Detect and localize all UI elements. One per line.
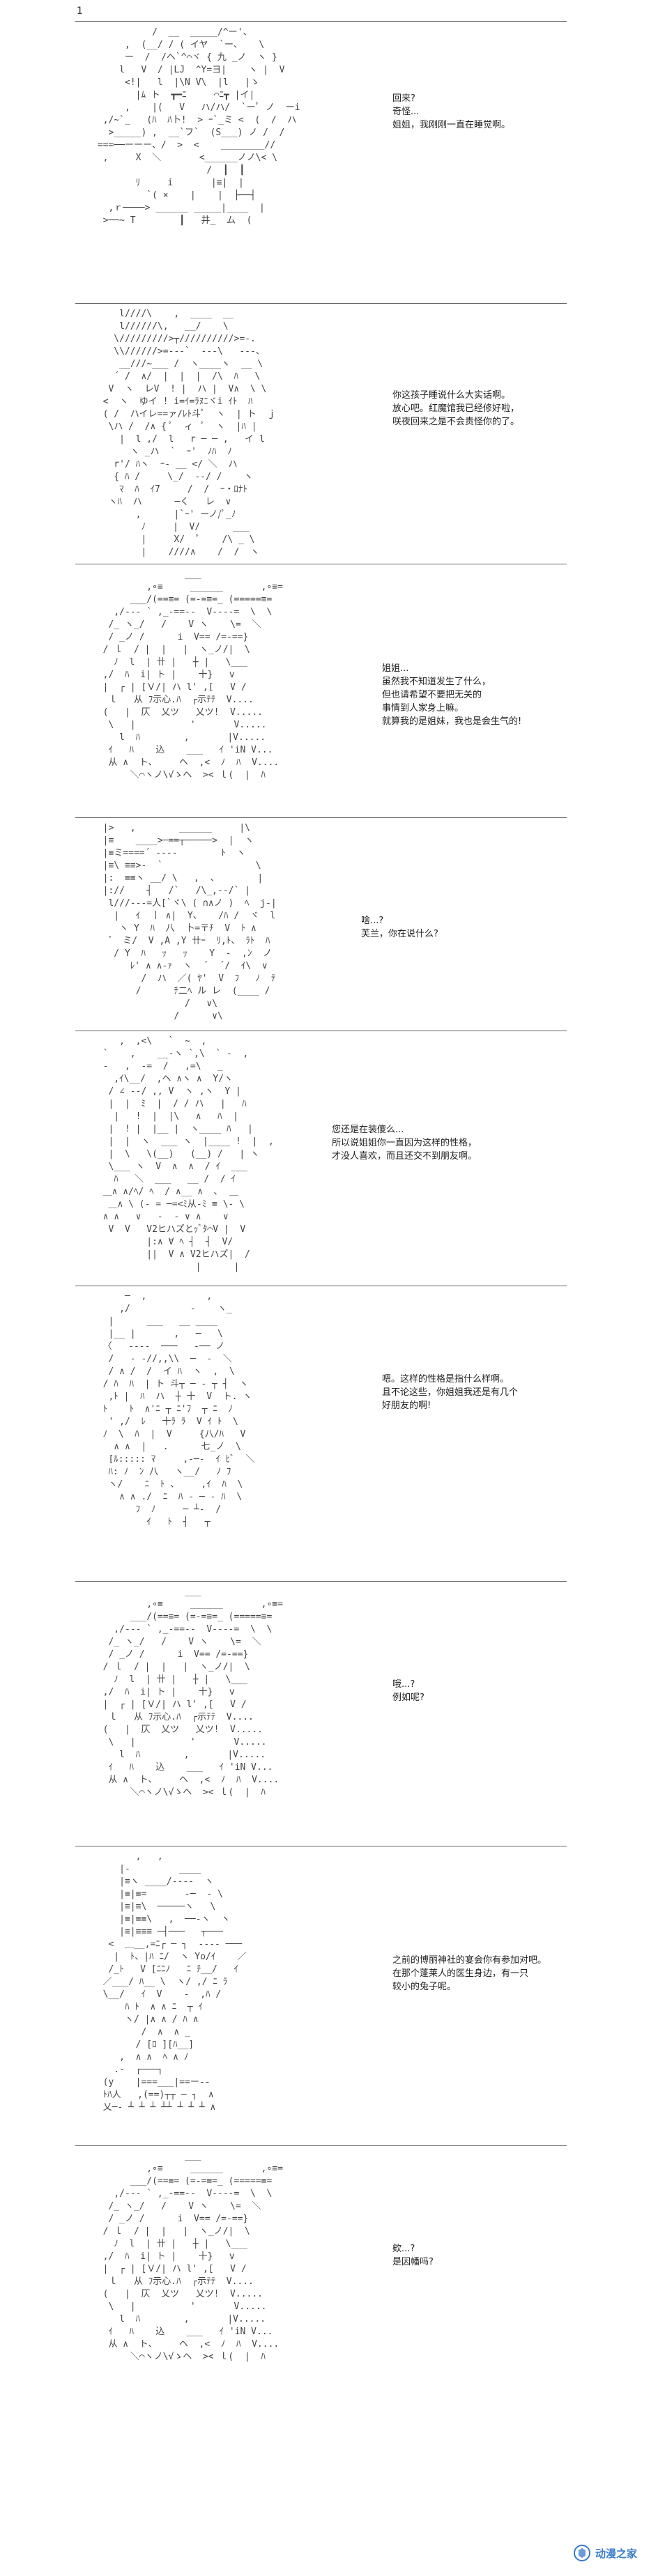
dialog-line: 哦...? <box>392 1679 415 1690</box>
ascii-art: , ,<\ ` ~ , ` , __‐ヽ `,\ ` ‐ , ‐ , ‐= / … <box>102 1036 274 1272</box>
dialog-line: 虽然我不知道发生了什么， <box>382 677 491 687</box>
dialog-line: 欸...? <box>392 2244 415 2254</box>
dialog-line: 就算我的是姐妹，我也是会生气的! <box>382 716 522 727</box>
ascii-art: ___ ,∘≡ ______ ,∘≡= ___/(==≡= (=-=≡=_ (=… <box>102 1587 283 1798</box>
ascii-art: ─ , , ,/ ‐ ヽ_ | ___ __ ____ |__ | , ─ \ … <box>102 1291 255 1527</box>
dialog-line: 姐姐，我刚刚一直在睡觉啊。 <box>392 120 511 130</box>
dialog-text: 回来? 奇怪... 姐姐，我刚刚一直在睡觉啊。 <box>392 92 510 132</box>
panel-1: / __ _____/^ー'、 , (__/ / ( イヤ `ー、 \ ー / … <box>75 22 567 304</box>
dialog-line: 姐姐... <box>382 663 409 674</box>
dialog-line: 放心吧。红魔馆我已经修好啦， <box>392 403 520 414</box>
panel-2: l////\ , ____ __ l//////\, __/ \ \//////… <box>75 304 567 564</box>
panel-3: ___ ,∘≡ ______ ,∘≡= ___/(==≡= (=-=≡=_ (=… <box>75 564 567 818</box>
dialog-line: 是因幡吗? <box>392 2257 434 2267</box>
dialog-text: 姐姐... 虽然我不知道发生了什么， 但也请希望不要把无关的 事情到人家身上嘛。… <box>382 662 521 728</box>
dialog-text: 欸...? 是因幡吗? <box>392 2242 434 2269</box>
dialog-line: 才没人喜欢，而且还交不到朋友啊。 <box>332 1151 477 1162</box>
watermark-text: 动漫之家 <box>595 2547 637 2560</box>
dialog-text: 嗯。这样的性格是指什么样啊。 且不论这些，你姐姐我还是有几个 好朋友的啊! <box>382 1373 518 1412</box>
dialog-text: 哦...? 例如呢? <box>392 1678 424 1704</box>
dialog-line: 啥...? <box>361 916 384 926</box>
ascii-art: ___ ,∘≡ ______ ,∘≡= ___/(==≡= (=-=≡=_ (=… <box>102 569 283 780</box>
dialog-line: 您还是在装傻么... <box>332 1125 404 1135</box>
dialog-line: 较小的兔子呢。 <box>392 1982 457 1992</box>
dialog-line: 在那个蓬莱人的医生身边，有一只 <box>392 1968 529 1979</box>
panel-9: ___ ,∘≡ ______ ,∘≡= ___/(==≡= (=-=≡=_ (=… <box>75 2146 567 2411</box>
ascii-art: ___ ,∘≡ ______ ,∘≡= ___/(==≡= (=-=≡=_ (=… <box>102 2151 283 2362</box>
dialog-text: 你这孩子睡说什么大实话啊。 放心吧。红魔馆我已经修好啦， 咲夜回来之是不会责怪你… <box>392 389 519 429</box>
dialog-line: 咲夜回来之是不会责怪你的了。 <box>392 417 520 427</box>
dialog-line: 嗯。这样的性格是指什么样啊。 <box>382 1374 510 1385</box>
ascii-art: l////\ , ____ __ l//////\, __/ \ \//////… <box>102 309 277 557</box>
panel-4: |> , ______ |\ |≡ ____>─==┬─────> | ヽ |≡… <box>75 818 567 1031</box>
dialog-text: 啥...? 芙兰，你在说什么? <box>361 914 438 941</box>
dialog-line: 之前的博丽神社的宴会你有参加对吧。 <box>392 1955 547 1966</box>
ascii-art: , , |‐ ____ |≡ヽ ____/‐‐‐‐ ヽ |≡|≡= ‐─ ‐ \… <box>102 1851 247 2113</box>
dialog-line: 回来? <box>392 93 415 104</box>
dialog-line: 所以说姐姐你一直因为这样的性格， <box>332 1138 477 1148</box>
page-number: 1 <box>77 6 83 17</box>
top-divider <box>75 21 567 22</box>
dialog-text: 您还是在装傻么... 所以说姐姐你一直因为这样的性格， 才没人喜欢，而且还交不到… <box>332 1123 477 1163</box>
panel-5: , ,<\ ` ~ , ` , __‐ヽ `,\ ` ‐ , ‐ , ‐= / … <box>75 1031 567 1286</box>
dialog-line: 奇怪... <box>392 107 420 117</box>
dialog-line: 好朋友的啊! <box>382 1401 431 1411</box>
dialog-line: 例如呢? <box>392 1692 424 1703</box>
panel-8: , , |‐ ____ |≡ヽ ____/‐‐‐‐ ヽ |≡|≡= ‐─ ‐ \… <box>75 1846 567 2146</box>
ascii-art: |> , ______ |\ |≡ ____>─==┬─────> | ヽ |≡… <box>102 823 277 1021</box>
dialog-line: 事情到人家身上嘛。 <box>382 703 464 714</box>
dmzj-logo-icon <box>573 2545 590 2561</box>
watermark: 动漫之家 <box>573 2544 637 2562</box>
panel-6: ─ , , ,/ ‐ ヽ_ | ___ __ ____ |__ | , ─ \ … <box>75 1286 567 1582</box>
dialog-text: 之前的博丽神社的宴会你有参加对吧。 在那个蓬莱人的医生身边，有一只 较小的兔子呢… <box>392 1954 546 1993</box>
dialog-line: 但也请希望不要把无关的 <box>382 690 482 700</box>
ascii-art: / __ _____/^ー'、 , (__/ / ( イヤ `ー、 \ ー / … <box>97 27 300 226</box>
dialog-line: 且不论这些，你姐姐我还是有几个 <box>382 1387 519 1398</box>
dialog-line: 你这孩子睡说什么大实话啊。 <box>392 390 511 401</box>
panel-7: ___ ,∘≡ ______ ,∘≡= ___/(==≡= (=-=≡=_ (=… <box>75 1582 567 1846</box>
dialog-line: 芙兰，你在说什么? <box>361 929 438 939</box>
